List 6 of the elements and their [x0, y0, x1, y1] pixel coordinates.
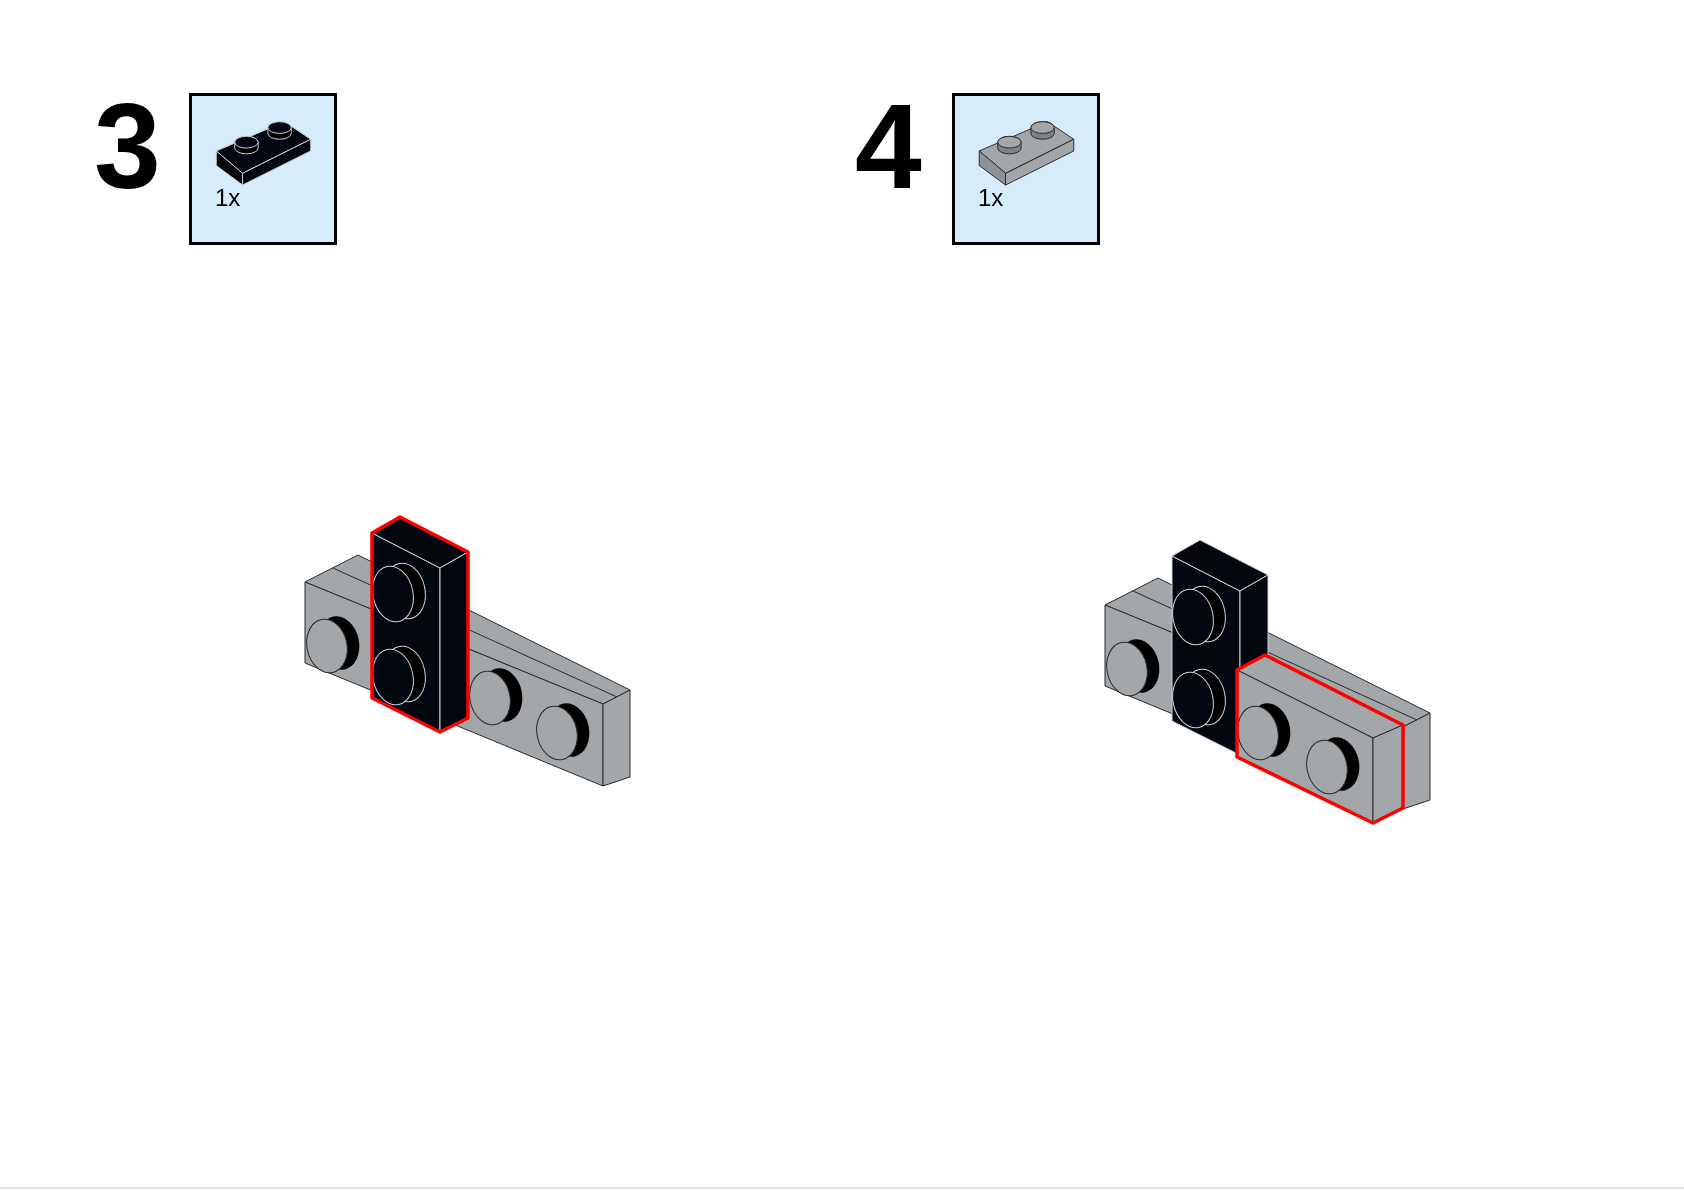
step-number: 3 [94, 86, 161, 206]
quantity-label: 1x [978, 186, 1004, 210]
step-number: 4 [855, 86, 922, 206]
parts-list-box [189, 93, 337, 245]
parts-list-box [952, 93, 1100, 245]
quantity-label: 1x [215, 186, 241, 210]
